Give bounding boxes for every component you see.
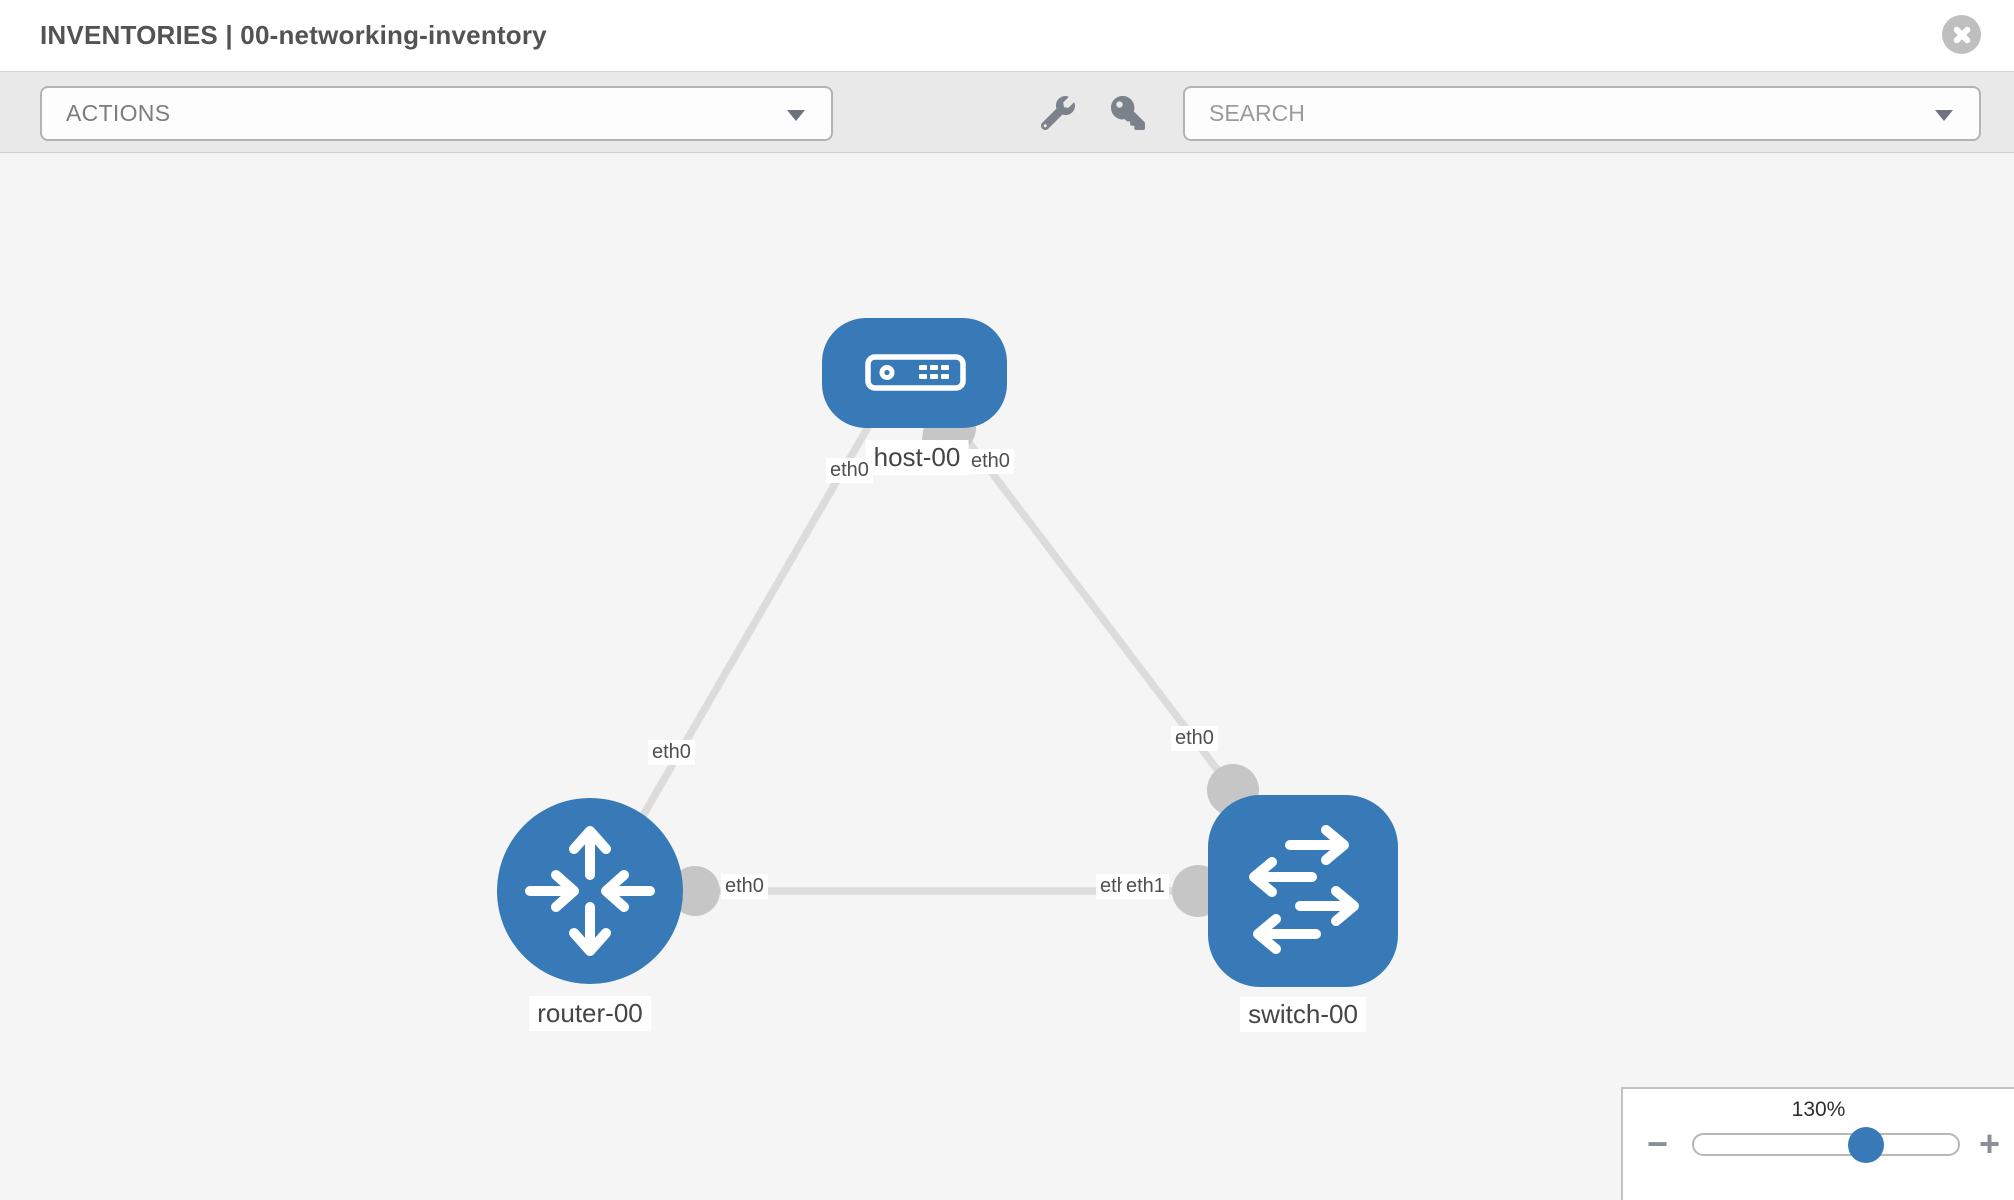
iface-label-host-router-router-end: eth0 — [648, 740, 695, 765]
zoom-panel: 130% − + — [1621, 1087, 2014, 1200]
toolbar: ACTIONS — [0, 71, 2014, 153]
toolbar-icon-group — [1040, 86, 1146, 141]
zoom-out-button[interactable]: − — [1647, 1119, 1668, 1169]
interface-dot-router — [670, 866, 720, 916]
zoom-slider-thumb[interactable] — [1848, 1127, 1884, 1163]
search-input[interactable] — [1185, 88, 1979, 139]
node-label-host: host-00 — [865, 440, 969, 475]
actions-dropdown-label: ACTIONS — [66, 100, 171, 126]
iface-label-router-switch-switch-end: eth1 — [1122, 874, 1169, 899]
node-label-switch: switch-00 — [1240, 997, 1366, 1032]
close-button[interactable] — [1942, 15, 1981, 54]
topology-graph — [497, 318, 1398, 987]
switch-node-shape — [1208, 795, 1398, 987]
switch-icon — [1249, 825, 1359, 954]
close-icon — [1942, 15, 1981, 54]
iface-label-host-router-host-end: eth0 — [826, 458, 873, 483]
page-title: INVENTORIES | 00-networking-inventory — [40, 20, 547, 50]
zoom-in-button[interactable]: + — [1979, 1119, 2000, 1169]
wrench-button[interactable] — [1040, 95, 1076, 132]
chevron-down-icon — [787, 109, 805, 121]
host-node-shape — [822, 318, 1007, 428]
node-host-00[interactable] — [822, 318, 1007, 428]
iface-label-host-switch-host-end: eth0 — [967, 449, 1014, 474]
node-router-00[interactable] — [497, 798, 683, 984]
iface-label-host-switch-switch-end: eth0 — [1171, 726, 1218, 751]
host-icon — [865, 354, 966, 391]
actions-dropdown[interactable]: ACTIONS — [40, 86, 833, 141]
key-button[interactable] — [1110, 95, 1146, 132]
chevron-down-icon — [1935, 109, 1953, 121]
search-dropdown[interactable] — [1183, 86, 1981, 141]
iface-label-router-switch-router-end: eth0 — [721, 874, 768, 899]
topology-canvas[interactable]: host-00 router-00 switch-00 eth0 eth0 et… — [0, 153, 2014, 1200]
key-icon — [1111, 95, 1145, 130]
zoom-level: 130% — [1791, 1098, 1846, 1121]
node-label-router: router-00 — [529, 996, 651, 1031]
node-switch-00[interactable] — [1208, 795, 1398, 987]
zoom-slider-track[interactable] — [1692, 1127, 1960, 1163]
router-node-shape — [497, 798, 683, 984]
header: INVENTORIES | 00-networking-inventory — [0, 0, 2014, 71]
wrench-icon — [1040, 95, 1075, 130]
router-icon — [525, 826, 655, 956]
